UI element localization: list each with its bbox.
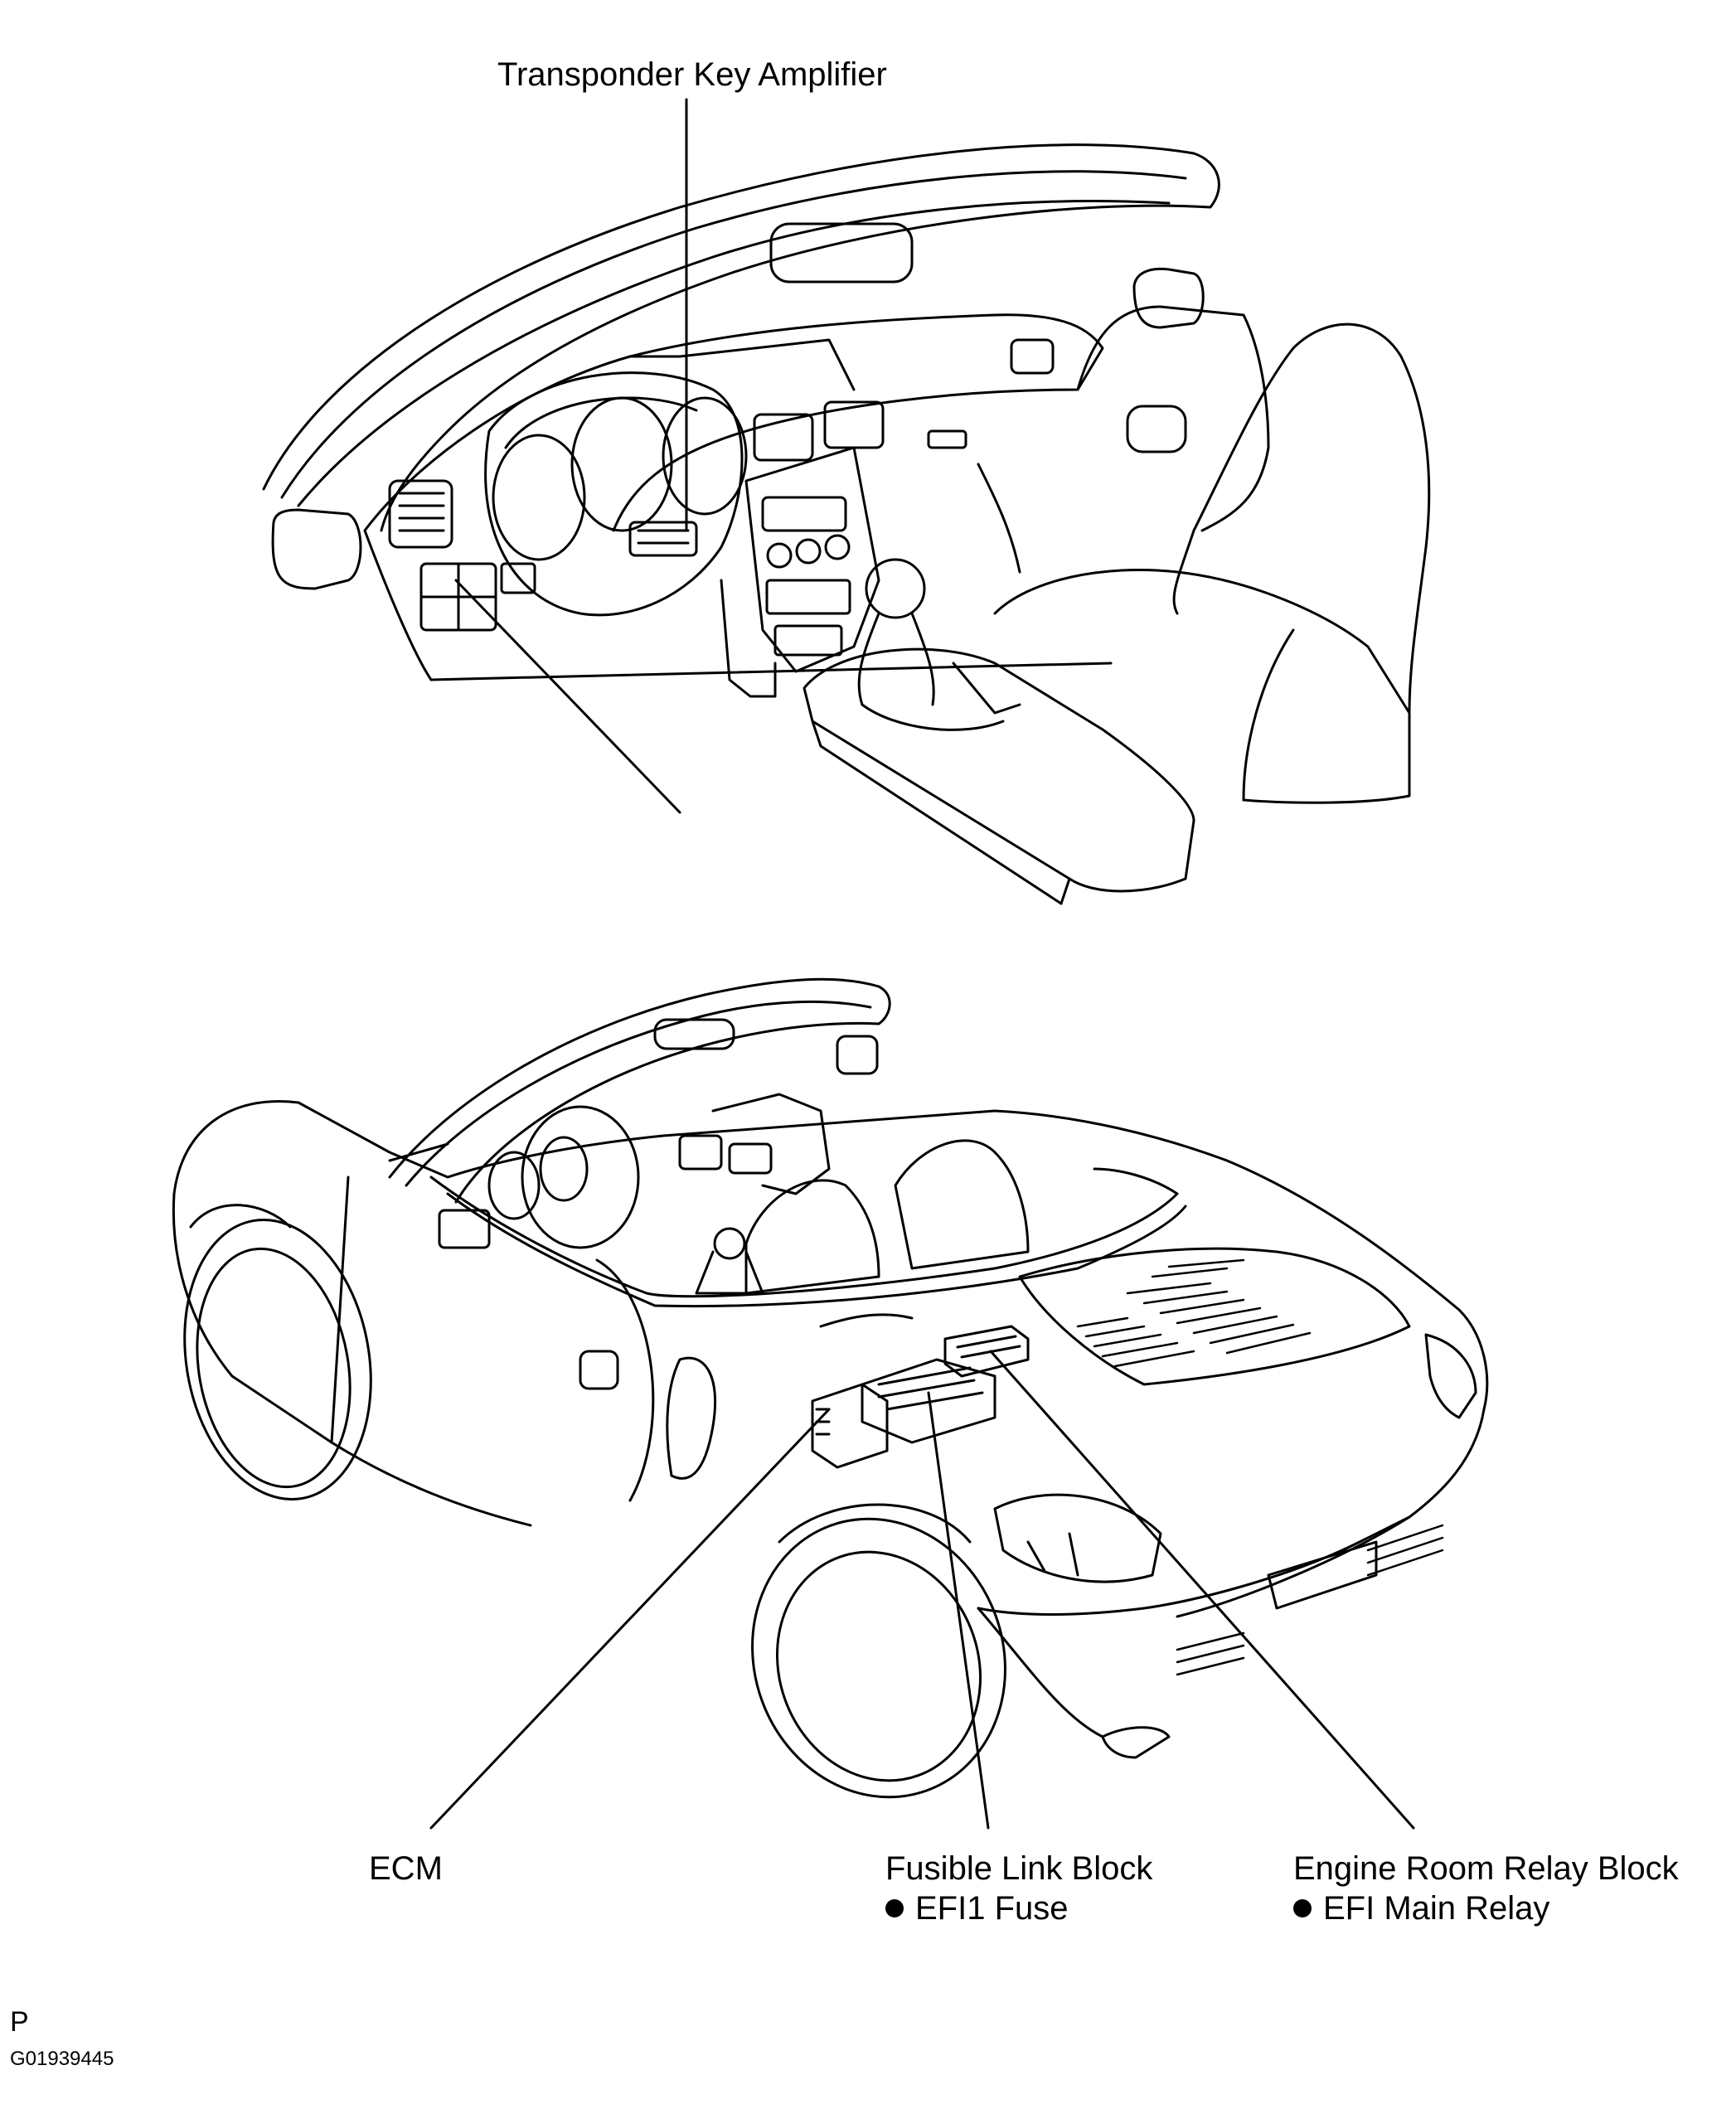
door-handle xyxy=(1126,405,1187,453)
shift-knob xyxy=(865,558,926,619)
ecm-leader-line xyxy=(429,1408,831,1830)
gauge-right xyxy=(662,396,748,516)
vehicle-body xyxy=(172,1100,1489,1616)
vehicle-passenger-seat xyxy=(894,1139,1030,1270)
gauge-left xyxy=(492,434,586,561)
ecm-part xyxy=(811,1383,889,1469)
gauge-center xyxy=(570,396,673,532)
relay-block-leader-line xyxy=(989,1350,1415,1830)
rear-light-right xyxy=(1424,1333,1477,1419)
transponder-key-amplifier-part xyxy=(628,521,698,557)
left-vent xyxy=(388,479,453,549)
vehicle-driver-seat xyxy=(744,1179,880,1295)
engine-room-relay-block-part xyxy=(943,1325,1030,1378)
engine-room-relay-block-item: EFI Main Relay xyxy=(1293,1888,1679,1928)
engine-room-relay-block-title: Engine Room Relay Block xyxy=(1293,1850,1679,1887)
rear-view-mirror xyxy=(769,222,914,284)
right-side-mirror xyxy=(1132,267,1205,329)
front-wheel xyxy=(183,1218,372,1501)
center-stack xyxy=(744,446,880,673)
fusible-link-block-label: Fusible Link Block EFI1 Fuse xyxy=(885,1849,1152,1928)
fusible-link-leader-line xyxy=(927,1391,990,1830)
fusible-link-block-part xyxy=(861,1358,997,1444)
engine-room-relay-block-label: Engine Room Relay Block EFI Main Relay xyxy=(1293,1849,1679,1928)
dashboard xyxy=(363,313,1104,532)
rear-wheel xyxy=(751,1517,1006,1799)
fusible-link-block-item: EFI1 Fuse xyxy=(885,1888,1152,1928)
steering-wheel xyxy=(484,371,744,617)
transponder-key-amplifier-label: Transponder Key Amplifier xyxy=(497,56,887,93)
cockpit-rim xyxy=(429,1167,1179,1298)
bullet-icon xyxy=(1293,1899,1312,1917)
ecm-label: ECM xyxy=(369,1850,443,1887)
figure-code: G01939445 xyxy=(10,2048,114,2070)
rear-light-left xyxy=(993,1493,1162,1583)
engine-cover-vents xyxy=(1076,1258,1312,1368)
engine-cover xyxy=(1018,1247,1411,1386)
rear-grille xyxy=(1176,1524,1444,1676)
vehicle-windshield-frame xyxy=(388,977,891,1204)
vehicle-steering-wheel xyxy=(521,1105,640,1249)
driver-seat xyxy=(1192,322,1431,804)
left-side-mirror xyxy=(271,508,362,590)
cabin-interior-view xyxy=(262,143,1431,905)
vehicle-door-handle xyxy=(579,1350,619,1390)
door-panel xyxy=(1076,305,1270,532)
center-console xyxy=(803,647,1195,893)
bullet-icon xyxy=(885,1899,904,1917)
footer-letter: P xyxy=(10,2006,29,2038)
windshield-frame xyxy=(262,143,1220,532)
view-connector-line xyxy=(454,579,681,814)
exhaust-pipe xyxy=(1101,1726,1171,1759)
fusible-link-block-title: Fusible Link Block xyxy=(885,1850,1153,1887)
vehicle-overall-view xyxy=(172,977,1489,1799)
